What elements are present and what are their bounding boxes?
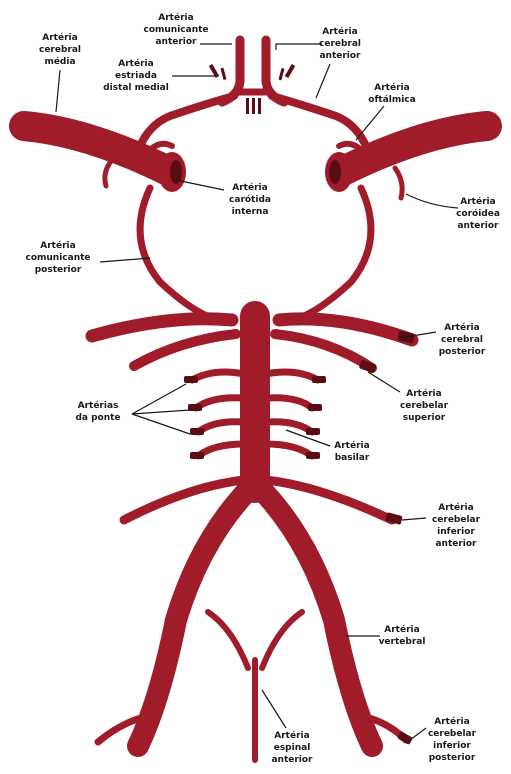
anterior-spinal-left bbox=[208, 612, 248, 668]
label-line: posterior bbox=[429, 753, 476, 763]
posterior-cerebral-lower-right bbox=[275, 334, 372, 368]
label-cerebelar-inferior-posterior: Artéria cerebelar inferior posterior bbox=[428, 716, 477, 763]
pontine-branches-left bbox=[184, 372, 244, 459]
label-line: anterior bbox=[155, 37, 197, 47]
label-line: Artéria bbox=[158, 12, 193, 23]
label-line: basilar bbox=[335, 453, 370, 463]
label-line: cerebral bbox=[441, 335, 483, 345]
label-line: comunicante bbox=[143, 25, 208, 35]
label-line: cerebelar bbox=[428, 729, 477, 739]
label-line: interna bbox=[232, 207, 269, 217]
label-line: Artéria bbox=[334, 440, 369, 451]
label-espinal-anterior: Artéria espinal anterior bbox=[271, 730, 313, 765]
label-line: inferior bbox=[433, 741, 471, 751]
label-line: Artéria bbox=[118, 58, 153, 69]
label-line: Artéria bbox=[232, 182, 267, 193]
a1-right bbox=[272, 96, 366, 146]
label-coroidea-anterior: Artéria coróidea anterior bbox=[456, 196, 500, 231]
posterior-cerebral-lower-left bbox=[134, 334, 236, 366]
anterior-choroidal-left bbox=[105, 160, 112, 186]
label-basilar: Artéria basilar bbox=[334, 440, 370, 463]
label-line: estriada bbox=[115, 71, 157, 81]
a1-left bbox=[140, 96, 234, 146]
posterior-communicating-left bbox=[140, 188, 212, 318]
label-cerebelar-superior: Artéria cerebelar superior bbox=[400, 388, 449, 423]
ophthalmic-artery-left bbox=[150, 144, 172, 150]
posterior-communicating-right bbox=[299, 188, 371, 318]
label-line: Artéria bbox=[374, 82, 409, 93]
label-line: Artéria bbox=[460, 196, 495, 207]
label-line: Artéria bbox=[40, 240, 75, 251]
label-cerebral-posterior: Artéria cerebral posterior bbox=[439, 322, 486, 357]
label-line: da ponte bbox=[75, 413, 120, 423]
label-line: Artéria bbox=[42, 32, 77, 43]
label-line: superior bbox=[403, 413, 446, 423]
label-line: Artéria bbox=[438, 502, 473, 513]
label-cerebral-media: Artéria cerebral média bbox=[39, 32, 81, 67]
pontine-branches-right bbox=[266, 372, 326, 459]
vertebral-artery-left bbox=[138, 488, 250, 746]
label-line: inferior bbox=[437, 527, 475, 537]
anterior-choroidal-right bbox=[395, 168, 402, 198]
label-line: anterior bbox=[457, 221, 499, 231]
label-line: cerebelar bbox=[432, 515, 481, 525]
label-estriada-distal-medial: Artéria estriada distal medial bbox=[103, 58, 169, 93]
label-line: oftálmica bbox=[368, 95, 415, 105]
label-line: anterior bbox=[271, 755, 313, 765]
label-carotida-interna: Artéria carótida interna bbox=[229, 182, 271, 217]
label-line: Artéria bbox=[444, 322, 479, 333]
label-line: cerebral bbox=[319, 39, 361, 49]
label-line: média bbox=[44, 56, 75, 67]
label-line: comunicante bbox=[25, 253, 90, 263]
label-line: Artéria bbox=[384, 624, 419, 635]
label-comunicante-posterior: Artéria comunicante posterior bbox=[25, 240, 90, 275]
anterior-spinal-right bbox=[262, 612, 302, 668]
label-line: Artérias bbox=[78, 400, 119, 411]
label-line: distal medial bbox=[103, 83, 169, 93]
artery-network bbox=[24, 40, 487, 760]
label-line: anterior bbox=[435, 539, 477, 549]
label-line: Artéria bbox=[274, 730, 309, 741]
label-comunicante-anterior: Artéria comunicante anterior bbox=[143, 12, 208, 47]
label-vertebral: Artéria vertebral bbox=[379, 624, 426, 647]
label-cerebral-anterior: Artéria cerebral anterior bbox=[319, 26, 361, 61]
label-line: Artéria bbox=[406, 388, 441, 399]
label-line: vertebral bbox=[379, 637, 426, 647]
ophthalmic-artery-right bbox=[339, 144, 361, 150]
label-line: carótida bbox=[229, 194, 271, 205]
vertebral-artery-right bbox=[260, 488, 372, 746]
label-line: Artéria bbox=[434, 716, 469, 727]
label-line: espinal bbox=[274, 743, 311, 753]
label-line: coróidea bbox=[456, 208, 500, 219]
label-oftalmica: Artéria oftálmica bbox=[368, 82, 415, 105]
label-line: cerebelar bbox=[400, 401, 449, 411]
label-line: Artéria bbox=[322, 26, 357, 37]
label-line: posterior bbox=[35, 265, 82, 275]
label-line: anterior bbox=[319, 51, 361, 61]
label-line: cerebral bbox=[39, 45, 81, 55]
label-arterias-ponte: Artérias da ponte bbox=[75, 400, 120, 423]
label-line: posterior bbox=[439, 347, 486, 357]
label-cerebelar-inferior-anterior: Artéria cerebelar inferior anterior bbox=[432, 502, 481, 549]
